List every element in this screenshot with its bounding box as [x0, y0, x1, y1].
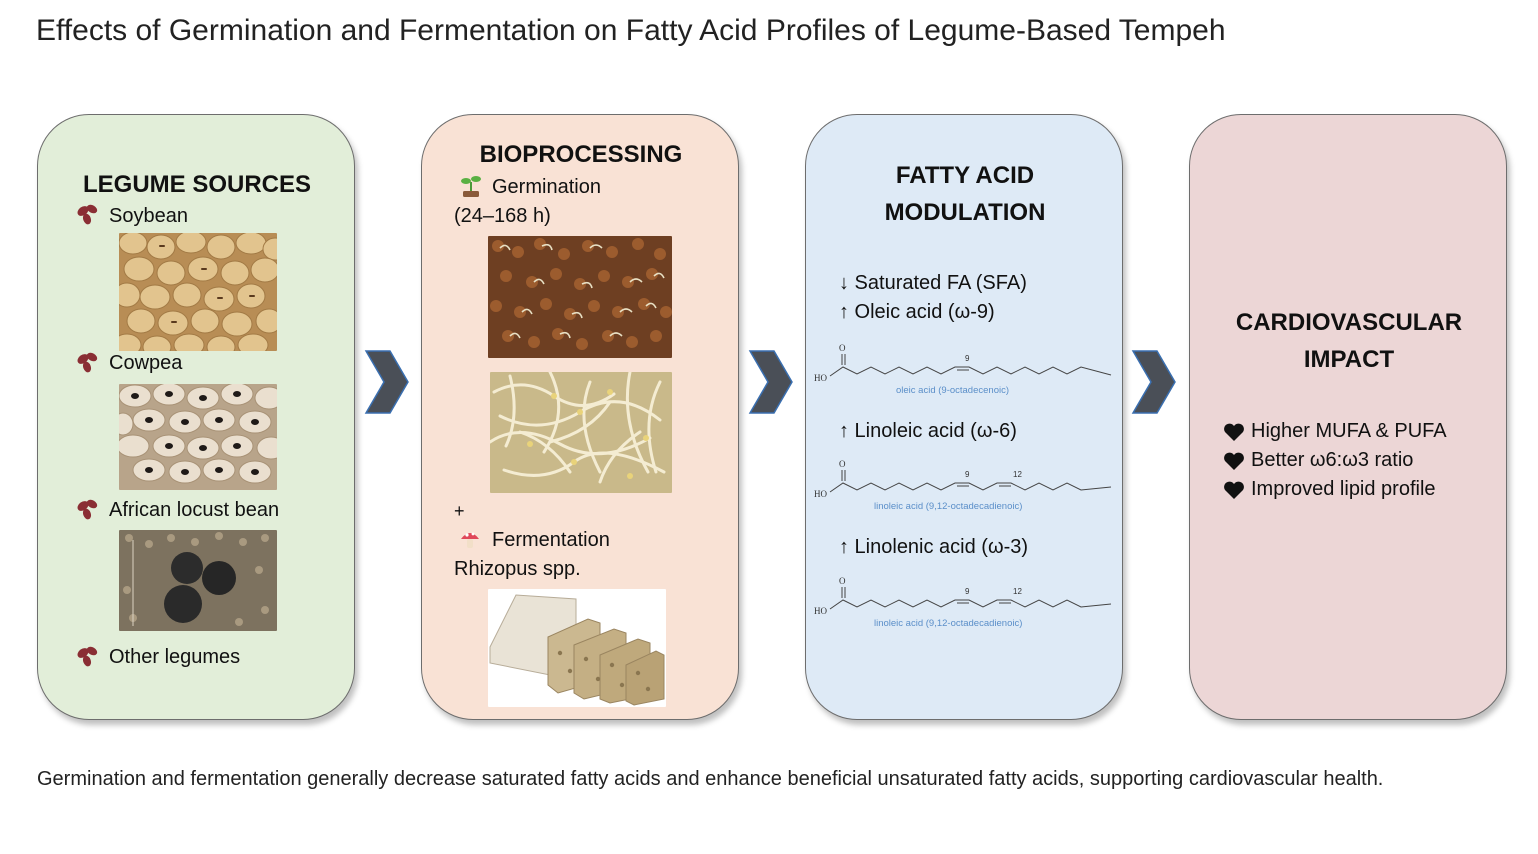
bean-icon — [77, 352, 98, 373]
fermentation-label: Fermentation — [492, 529, 610, 551]
legume-item-other-legumes: Other legumes — [109, 646, 241, 668]
chevron-right-icon — [1131, 350, 1176, 414]
germinated-seeds-image — [488, 236, 672, 358]
legume-sources-panel: LEGUME SOURCES Soybean Cowpea — [37, 114, 355, 720]
figure-caption: Germination and fermentation generally d… — [37, 768, 1384, 790]
mushroom-icon — [461, 532, 479, 548]
plus-sign: + — [454, 501, 465, 521]
legume-item-cowpea: Cowpea — [109, 352, 183, 374]
oleic-acid-structure-label: oleic acid (9-octadecenoic) — [896, 385, 1010, 396]
svg-text:O: O — [839, 576, 846, 586]
cardio-heading-line2: IMPACT — [1303, 346, 1395, 373]
svg-text:HO: HO — [814, 606, 827, 616]
linoleic-acid-structure: O HO 9 12 — [814, 459, 1112, 499]
oleic-acid-structure: O HO 9 — [814, 343, 1112, 383]
legume-item-african-locust-bean: African locust bean — [109, 499, 280, 521]
sfa-decrease-label: ↓ Saturated FA (SFA) — [839, 272, 1027, 294]
seedling-icon — [461, 176, 481, 197]
germination-duration: (24–168 h) — [454, 205, 551, 227]
fatty-acid-modulation-panel: FATTY ACID MODULATION ↓ Saturated FA (SF… — [805, 114, 1123, 720]
linoleic-increase-label: ↑ Linoleic acid (ω-6) — [839, 420, 1017, 442]
bean-sprouts-image — [490, 372, 672, 493]
tempeh-image — [488, 589, 666, 707]
fatty-acid-heading-line1: FATTY ACID — [895, 162, 1035, 189]
african-locust-bean-image — [119, 530, 277, 631]
bioprocessing-heading: BIOPROCESSING — [479, 141, 683, 168]
svg-text:O: O — [839, 459, 846, 469]
svg-text:12: 12 — [1013, 470, 1022, 479]
fatty-acid-heading-line2: MODULATION — [884, 199, 1046, 226]
cardio-bullet-ratio: Better ω6:ω3 ratio — [1251, 449, 1414, 471]
legume-item-soybean: Soybean — [109, 205, 188, 227]
bioprocessing-panel: BIOPROCESSING Germination (24–168 h) — [421, 114, 739, 720]
svg-text:9: 9 — [965, 354, 970, 363]
linolenic-increase-label: ↑ Linolenic acid (ω-3) — [839, 536, 1029, 558]
chevron-right-icon — [748, 350, 793, 414]
svg-text:O: O — [839, 343, 846, 353]
chevron-right-icon — [364, 350, 409, 414]
rhizopus-label: Rhizopus spp. — [454, 558, 581, 580]
heart-icon — [1224, 423, 1244, 441]
page-title: Effects of Germination and Fermentation … — [36, 14, 1226, 47]
svg-text:9: 9 — [965, 470, 970, 479]
svg-text:12: 12 — [1013, 587, 1022, 596]
heart-icon — [1224, 452, 1244, 470]
cardio-bullet-mufa-pufa: Higher MUFA & PUFA — [1251, 420, 1447, 442]
linolenic-acid-structure-label: linoleic acid (9,12-octadecadienoic) — [874, 618, 1023, 629]
svg-text:9: 9 — [965, 587, 970, 596]
legume-sources-heading: LEGUME SOURCES — [82, 171, 312, 198]
germination-label: Germination — [492, 176, 601, 198]
bean-icon — [77, 204, 98, 225]
cardiovascular-impact-panel: CARDIOVASCULAR IMPACT Higher MUFA & PUFA… — [1189, 114, 1507, 720]
oleic-increase-label: ↑ Oleic acid (ω-9) — [839, 301, 995, 323]
linoleic-acid-structure-label: linoleic acid (9,12-octadecadienoic) — [874, 501, 1023, 512]
cardio-bullet-lipid-profile: Improved lipid profile — [1251, 478, 1436, 500]
soybean-image — [119, 233, 277, 351]
svg-text:HO: HO — [814, 373, 827, 383]
linolenic-acid-structure: O HO 9 12 — [814, 576, 1112, 616]
svg-text:HO: HO — [814, 489, 827, 499]
heart-icon — [1224, 481, 1244, 499]
cowpea-image — [119, 384, 277, 490]
bean-icon — [77, 646, 98, 667]
bean-icon — [77, 499, 98, 520]
cardio-heading-line1: CARDIOVASCULAR — [1235, 309, 1463, 336]
